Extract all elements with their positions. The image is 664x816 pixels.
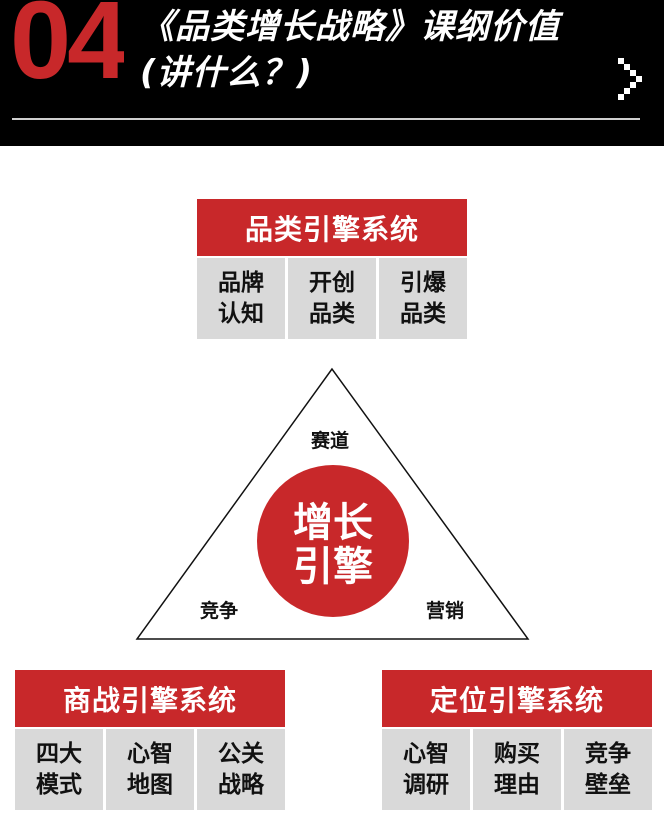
system-cell: 心智调研 xyxy=(382,729,470,810)
positioning-engine-system: 定位引擎系统 心智调研 购买理由 竞争壁垒 xyxy=(382,670,652,810)
business-war-engine-system: 商战引擎系统 四大模式 心智地图 公关战略 xyxy=(15,670,285,810)
system-cell: 开创品类 xyxy=(288,258,376,339)
page-title: 《品类增长战略》课纲价值 (讲什么？) xyxy=(140,4,560,96)
system-cell: 购买理由 xyxy=(473,729,561,810)
header-divider xyxy=(12,118,640,120)
section-number: 04 xyxy=(10,0,125,96)
corner-label-competition: 竞争 xyxy=(200,600,239,622)
system-cell: 心智地图 xyxy=(106,729,194,810)
corner-label-marketing: 营销 xyxy=(426,600,465,622)
title-line-2: (讲什么？) xyxy=(140,53,314,93)
growth-engine-label: 增长引擎 xyxy=(293,500,373,590)
pixel-chevron-right-icon[interactable] xyxy=(618,58,644,104)
system-title: 商战引擎系统 xyxy=(15,670,285,727)
system-title: 定位引擎系统 xyxy=(382,670,652,727)
system-cell: 引爆品类 xyxy=(379,258,467,339)
system-cell: 品牌认知 xyxy=(197,258,285,339)
system-cell: 四大模式 xyxy=(15,729,103,810)
system-cell: 竞争壁垒 xyxy=(564,729,652,810)
corner-label-track: 赛道 xyxy=(311,430,350,452)
header-banner: 04 《品类增长战略》课纲价值 (讲什么？) xyxy=(0,0,664,146)
system-cell: 公关战略 xyxy=(197,729,285,810)
title-line-1: 《品类增长战略》课纲价值 xyxy=(140,7,560,47)
system-title: 品类引擎系统 xyxy=(197,199,467,256)
category-engine-system: 品类引擎系统 品牌认知 开创品类 引爆品类 xyxy=(197,199,467,339)
